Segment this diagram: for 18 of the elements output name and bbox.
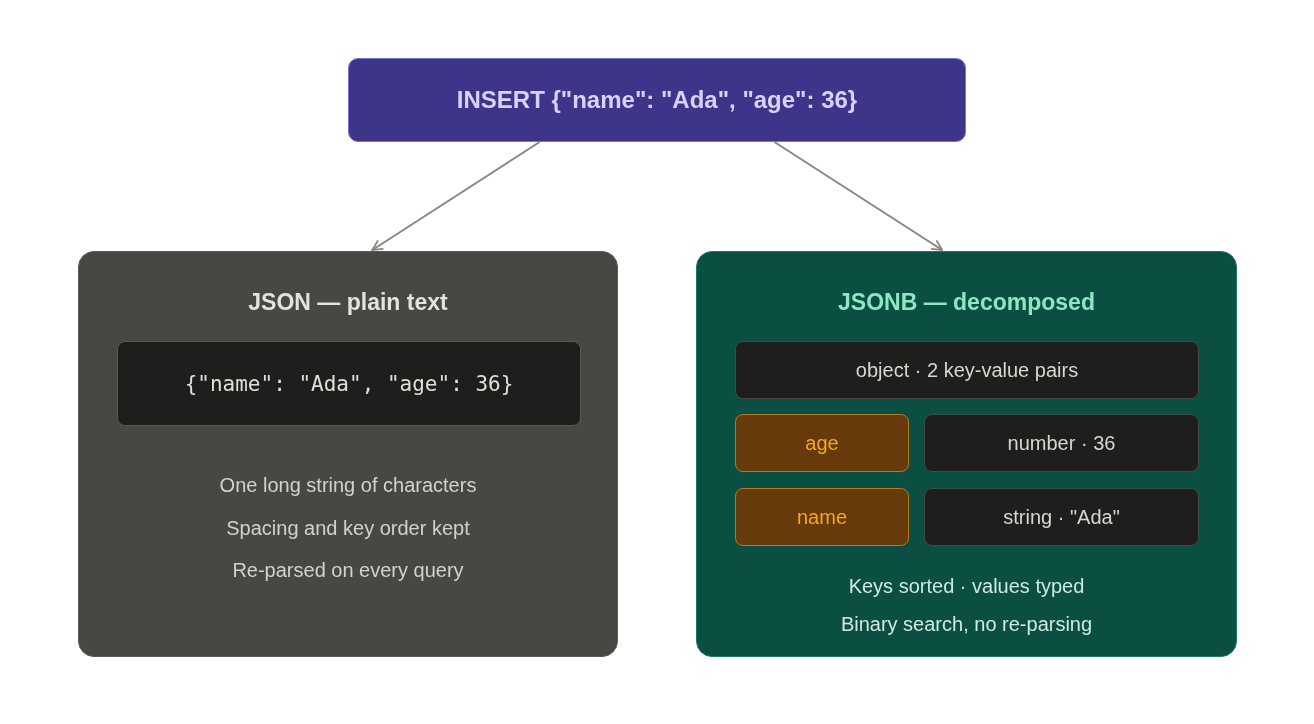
note-text: One long string of characters — [218, 473, 478, 497]
arrow — [371, 141, 541, 251]
value-cell: string · "Ada" — [924, 488, 1199, 546]
value-cell: number · 36 — [924, 414, 1199, 472]
code-box: {"name": "Ada", "age": 36} — [117, 341, 581, 426]
note-text: Spacing and key order kept — [225, 516, 471, 540]
panel-title: JSON — plain text — [247, 290, 449, 314]
object-cell: object · 2 key-value pairs — [735, 341, 1199, 399]
note-text: Re-parsed on every query — [231, 558, 465, 582]
jsonb-panel — [696, 251, 1237, 657]
insert-box: INSERT {"name": "Ada", "age": 36} — [348, 58, 966, 142]
key-cell: name — [735, 488, 909, 546]
arrow — [773, 141, 944, 251]
json-panel — [78, 251, 618, 657]
note-text: Keys sorted · values typed — [847, 574, 1086, 598]
key-cell: age — [735, 414, 909, 472]
panel-title: JSONB — decomposed — [837, 290, 1096, 314]
note-text: Binary search, no re-parsing — [839, 612, 1094, 636]
